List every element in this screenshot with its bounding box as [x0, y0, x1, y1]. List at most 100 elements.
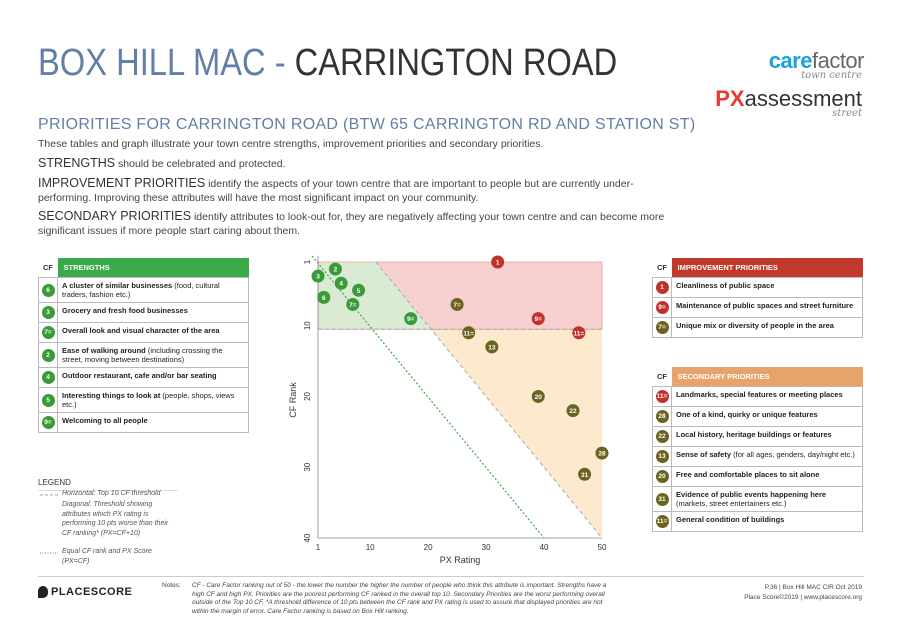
cf-header: CF — [657, 372, 667, 381]
data-point-label: 22 — [569, 408, 577, 415]
intro-p1: These tables and graph illustrate your t… — [38, 138, 544, 150]
footer-page-info: P.36 | Box Hill MAC CIR Oct 2019 — [764, 584, 862, 591]
attribute-name: Outdoor restaurant, cafe and/or bar seat… — [62, 371, 217, 380]
cf-rank-badge: 3 — [41, 306, 55, 319]
attribute-name: Grocery and fresh food businesses — [62, 306, 188, 315]
footer-copyright: Place Score©2019 | www.placescore.org — [744, 594, 862, 601]
table-row: 28 One of a kind, quirky or unique featur… — [652, 406, 863, 427]
data-point — [462, 326, 476, 340]
legend-dash-icon — [40, 494, 58, 496]
cf-rank-badge: 31 — [655, 492, 669, 506]
attribute-name: One of a kind, quirky or unique features — [676, 410, 818, 419]
intro-p2: STRENGTHS should be celebrated and prote… — [38, 156, 286, 170]
pxassessment-logo: PXassessment — [715, 86, 862, 111]
carefactor-logo: carefactor — [768, 48, 865, 73]
table-row: 4 Outdoor restaurant, cafe and/or bar sea… — [38, 367, 249, 388]
data-point — [317, 290, 331, 304]
y-tick-label: 10 — [303, 321, 312, 330]
cf-rank-badge: 1 — [655, 281, 669, 294]
data-point-label: 2 — [334, 267, 338, 274]
table-row: 1 Cleanliness of public space — [652, 277, 863, 298]
improvement-zone — [318, 262, 602, 330]
data-point — [311, 269, 325, 283]
legend-dotted-icon — [40, 552, 58, 554]
legend-divider — [38, 490, 178, 491]
attribute-name: A cluster of similar businesses — [62, 281, 173, 290]
cf-rank-badge: 6 — [41, 283, 55, 297]
cf-rank-badge: 9= — [655, 301, 669, 314]
cf-rank-badge: 11= — [655, 390, 669, 403]
data-point-label: 28 — [598, 451, 606, 458]
cf-rank-badge: 22 — [655, 430, 669, 443]
attribute-name: Maintenance of public spaces and street … — [676, 301, 854, 310]
cf-rank-badge: 28 — [655, 410, 669, 423]
data-point — [404, 312, 418, 326]
legend-line2: Diagonal: Threshold showing attributes w… — [62, 501, 169, 537]
legend-line3: Equal CF rank and PX Score (PX=CF) — [62, 548, 152, 565]
cf-rank-badge: 7= — [41, 326, 55, 339]
data-point-label: 11= — [573, 330, 584, 337]
data-point — [595, 446, 609, 460]
table-row: 9= Welcoming to all people — [38, 412, 249, 433]
attribute-detail: (including crossing the street, moving b… — [62, 346, 223, 364]
cf-rank-badge: 4 — [41, 371, 55, 384]
data-point-label: 1 — [496, 260, 500, 267]
table-row: 3 Grocery and fresh food businesses — [38, 302, 249, 323]
x-axis-label: PX Rating — [440, 555, 481, 565]
x-tick-label: 40 — [540, 543, 549, 552]
attribute-name: Welcoming to all people — [62, 416, 148, 425]
cf-header: CF — [657, 263, 667, 272]
attribute-name: Evidence of public events happening here — [676, 490, 827, 499]
x-tick-label: 30 — [482, 543, 491, 552]
data-point-label: 5 — [357, 288, 361, 295]
data-point-label: 7= — [349, 302, 357, 309]
attribute-detail: (food, cultural traders, fashion etc.) — [62, 281, 220, 299]
attribute-detail: (people, shops, views etc.) — [62, 391, 235, 409]
data-point — [491, 255, 505, 269]
notes-label: Notes: — [162, 582, 181, 589]
y-tick-label: 40 — [303, 533, 312, 542]
table-row: 9= Maintenance of public spaces and stree… — [652, 297, 863, 318]
strengths-header: STRENGTHS — [57, 258, 249, 278]
x-tick-label: 20 — [424, 543, 433, 552]
legend-line1: Horizontal: Top 10 CF threshold — [62, 490, 161, 497]
page-title: BOX HILL MAC - CARRINGTON ROAD — [38, 42, 618, 84]
attribute-detail: (for all ages, genders, day/night etc.) — [731, 450, 855, 459]
data-point — [572, 326, 586, 340]
data-point — [531, 312, 545, 326]
data-point-label: 11= — [463, 330, 474, 337]
data-point — [566, 404, 580, 418]
table-row: 6 A cluster of similar businesses (food, … — [38, 277, 249, 303]
data-point-label: 9= — [407, 316, 415, 323]
attribute-name: General condition of buildings — [676, 515, 785, 524]
table-row: 7=Overall look and visual character of t… — [38, 322, 249, 343]
attribute-name: Sense of safety — [676, 450, 732, 459]
data-point — [578, 467, 592, 481]
cf-rank-badge: 2 — [41, 348, 55, 362]
y-tick-label: 20 — [303, 391, 312, 400]
notes-text: CF - Care Factor ranking out of 50 - the… — [192, 582, 607, 615]
data-point — [352, 283, 366, 297]
attribute-name: Cleanliness of public space — [676, 281, 775, 290]
data-point-label: 4 — [339, 281, 343, 288]
data-point — [328, 262, 342, 276]
cf-rank-badge: 7= — [655, 321, 669, 334]
intro-p3: IMPROVEMENT PRIORITIES identify the aspe… — [38, 176, 634, 204]
secondary-zone — [431, 329, 602, 538]
cf-rank-badge: 9= — [41, 416, 55, 429]
data-point-label: 13 — [488, 344, 496, 351]
attribute-name: Landmarks, special features or meeting p… — [676, 390, 843, 399]
carefactor-sub: town centre — [801, 70, 862, 81]
data-point — [346, 297, 360, 311]
cf-header: CF — [43, 263, 53, 272]
data-point-label: 9= — [535, 316, 543, 323]
y-axis-label: CF Rank — [288, 382, 298, 418]
